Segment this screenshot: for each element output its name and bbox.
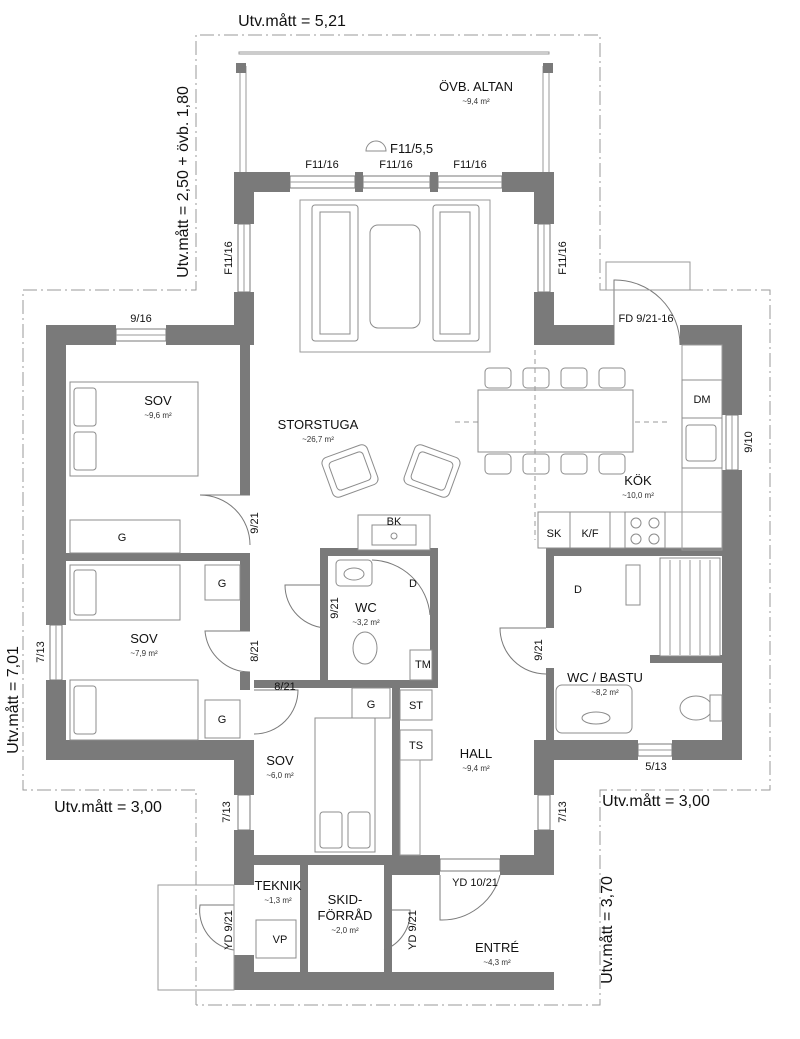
window-f11-16-left: F11/16: [223, 241, 235, 274]
fixture-vp: VP: [273, 934, 288, 946]
interior-walls: [66, 345, 722, 975]
fixture-g-1: G: [218, 578, 227, 590]
fixture-bk: BK: [387, 516, 402, 528]
room-sov-3-area: ~6,0 m²: [266, 771, 294, 780]
window-f11-16-c: F11/16: [453, 159, 486, 171]
door-yd-9-a: YD 9/21: [407, 910, 419, 950]
room-sov-2-area: ~7,9 m²: [130, 649, 158, 658]
beds: [69, 381, 391, 853]
terrace-frame: [236, 51, 553, 172]
door-8-21-b: 8/21: [274, 681, 295, 693]
room-wc-bastu-area: ~8,2 m²: [591, 688, 619, 697]
exterior-walls: [46, 172, 742, 990]
room-hall-area: ~9,4 m²: [462, 764, 490, 773]
room-wc-bastu: WC / BASTU: [567, 670, 643, 685]
fixture-d-1: D: [409, 578, 417, 590]
fixture-d-2: D: [574, 584, 582, 596]
window-5-13: 5/13: [645, 761, 666, 773]
door-yd-10: YD 10/21: [452, 877, 498, 889]
room-altan-area: ~9,4 m²: [462, 97, 490, 106]
room-storstuga-area: ~26,7 m²: [302, 435, 334, 444]
window-7-13-b: 7/13: [557, 801, 569, 822]
window-9-16: 9/16: [130, 313, 151, 325]
fixture-kf: K/F: [581, 528, 598, 540]
dim-right: Utv.mått = 3,70: [598, 876, 616, 984]
window-f11-16-right: F11/16: [557, 241, 569, 274]
fixture-sk: SK: [547, 528, 562, 540]
dim-left: Utv.mått = 7,01: [4, 646, 22, 754]
window-7-13-left: 7/13: [35, 641, 47, 662]
fixture-labels: G G G G D D TM ST TS VP BK DM SK K/F: [118, 394, 711, 946]
room-labels: ÖVB. ALTAN ~9,4 m² STORSTUGA ~26,7 m² SO…: [130, 79, 654, 967]
dimension-lines: [22, 34, 771, 1006]
room-entre: ENTRÉ: [475, 940, 519, 955]
room-teknik-area: ~1,3 m²: [264, 896, 292, 905]
fixture-st: ST: [409, 700, 423, 712]
door-8-21-a: 8/21: [249, 640, 261, 661]
windows: [49, 175, 739, 872]
room-forrad: FÖRRÅD: [318, 908, 373, 923]
room-entre-area: ~4,3 m²: [483, 958, 511, 967]
fixture-g-2: G: [118, 532, 127, 544]
window-f11-55: F11/5,5: [390, 141, 433, 156]
doors: [157, 261, 691, 991]
door-9-21-b: 9/21: [329, 597, 341, 618]
fixture-g-4: G: [367, 699, 376, 711]
bath-fixtures: [335, 557, 723, 734]
fixture-g-3: G: [218, 714, 227, 726]
room-teknik: TEKNIK: [255, 878, 302, 893]
door-9-21-a: 9/21: [249, 512, 261, 533]
fixture-dm: DM: [693, 394, 710, 406]
room-wc: WC: [355, 600, 377, 615]
room-altan: ÖVB. ALTAN: [439, 79, 513, 94]
room-sov-3: SOV: [266, 753, 294, 768]
dim-left-bottom: Utv.mått = 3,00: [54, 798, 162, 816]
dining-kitchen: [455, 344, 723, 551]
room-wc-area: ~3,2 m²: [352, 618, 380, 627]
window-f11-16-a: F11/16: [305, 159, 338, 171]
fixture-tm: TM: [415, 659, 431, 671]
dim-right-bottom: Utv.mått = 3,00: [602, 792, 710, 810]
door-yd-9-b: YD 9/21: [223, 910, 235, 950]
room-sov-1-area: ~9,6 m²: [144, 411, 172, 420]
room-sov-1: SOV: [144, 393, 172, 408]
fixture-ts: TS: [409, 740, 423, 752]
room-kok-area: ~10,0 m²: [622, 491, 654, 500]
hall-fixtures: [255, 689, 433, 959]
door-9-21-c: 9/21: [533, 639, 545, 660]
living-furniture: [299, 199, 491, 551]
door-fd: FD 9/21-16: [618, 313, 673, 325]
dim-top: Utv.mått = 5,21: [238, 12, 346, 30]
room-sov-2: SOV: [130, 631, 158, 646]
room-skidforrad-area: ~2,0 m²: [331, 926, 359, 935]
room-storstuga: STORSTUGA: [278, 417, 359, 432]
window-f11-16-b: F11/16: [379, 159, 412, 171]
room-skid: SKID-: [328, 892, 363, 907]
window-9-10: 9/10: [743, 431, 755, 452]
room-hall: HALL: [460, 746, 493, 761]
dimension-labels: Utv.mått = 5,21 Utv.mått = 2,50 + övb. 1…: [4, 12, 710, 984]
opening-labels: F11/5,5 F11/16 F11/16 F11/16 F11/16 F11/…: [35, 140, 755, 950]
room-kok: KÖK: [624, 473, 652, 488]
window-7-13-a: 7/13: [221, 801, 233, 822]
dim-top-left: Utv.mått = 2,50 + övb. 1,80: [174, 86, 192, 278]
